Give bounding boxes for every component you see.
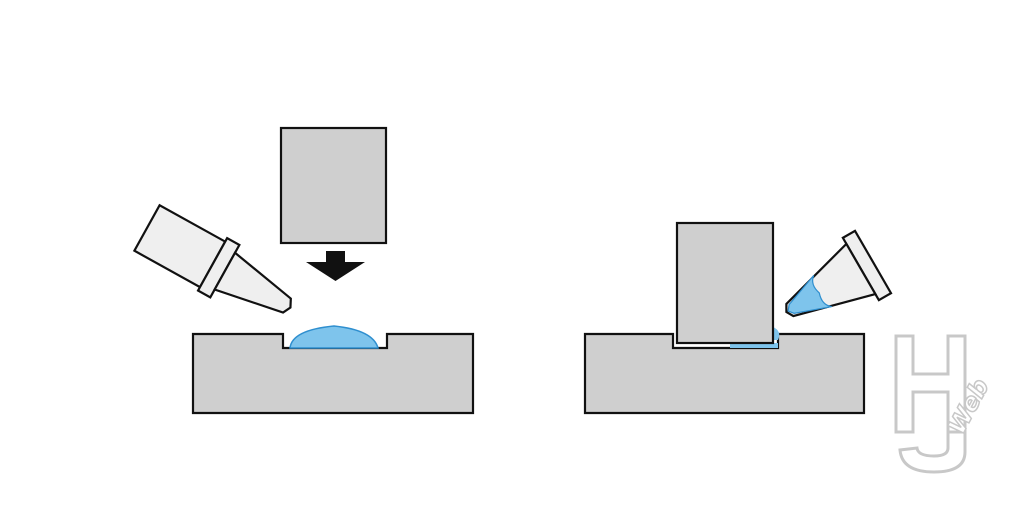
- dispensing-nozzle: [132, 203, 292, 314]
- pressing-punch: [279, 126, 388, 245]
- recessed-base-block: [191, 332, 475, 415]
- recessed-base-block: [583, 332, 866, 415]
- panel-after: [583, 221, 893, 415]
- inserted-punch: [675, 221, 775, 345]
- panel-before: [132, 126, 475, 415]
- liquid-fillet: [773, 327, 780, 340]
- liquid-film: [730, 343, 778, 348]
- hj-web-logo-icon: Web: [894, 334, 995, 474]
- angled-dispensing-nozzle: [785, 229, 893, 318]
- liquid-droplet: [289, 325, 379, 349]
- down-arrow-icon: [306, 251, 365, 281]
